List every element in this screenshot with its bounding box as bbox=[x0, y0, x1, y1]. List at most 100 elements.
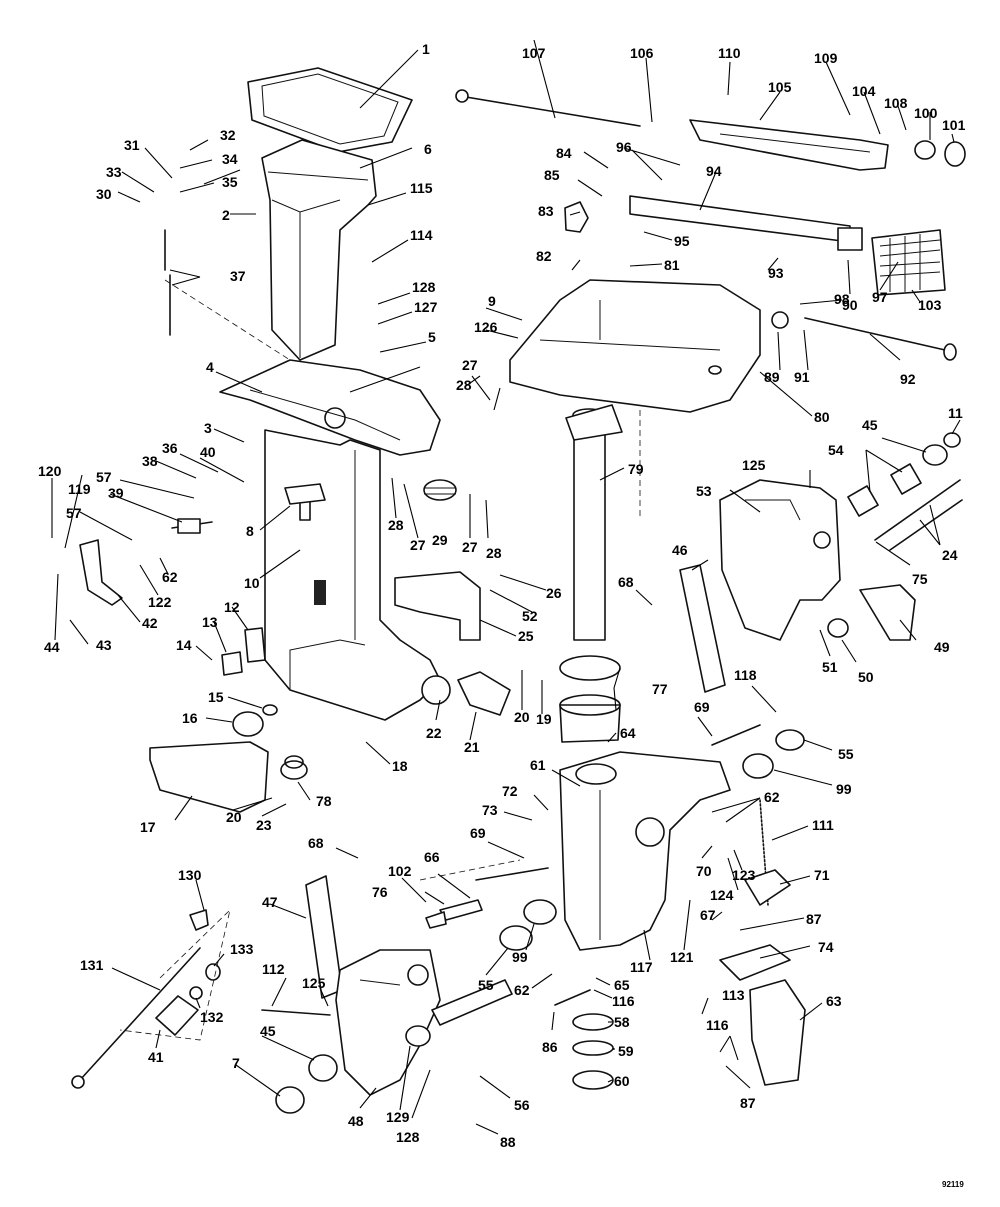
callout-17: 17 bbox=[140, 819, 156, 835]
callout-116-a: 116 bbox=[612, 993, 635, 1009]
callout-50: 50 bbox=[858, 669, 874, 685]
callout-54: 54 bbox=[828, 442, 844, 458]
callout-126: 126 bbox=[474, 319, 498, 335]
callout-110: 110 bbox=[718, 45, 741, 61]
callout-27-b: 27 bbox=[410, 537, 426, 553]
callout-76: 76 bbox=[372, 884, 388, 900]
callout-99-a: 99 bbox=[836, 781, 852, 797]
callout-4: 4 bbox=[206, 359, 214, 375]
callout-45-b: 45 bbox=[260, 1023, 276, 1039]
callout-89: 89 bbox=[764, 369, 780, 385]
callout-129: 129 bbox=[386, 1109, 410, 1125]
callout-125-b: 125 bbox=[302, 975, 326, 991]
callout-13: 13 bbox=[202, 614, 218, 630]
callout-30: 30 bbox=[96, 186, 112, 202]
callout-62-c: 62 bbox=[514, 982, 530, 998]
callout-58: 58 bbox=[614, 1014, 630, 1030]
callout-26: 26 bbox=[546, 585, 562, 601]
callout-86: 86 bbox=[542, 1039, 558, 1055]
callout-68-a: 68 bbox=[618, 574, 634, 590]
callout-57-a: 57 bbox=[96, 469, 112, 485]
callout-98: 98 bbox=[834, 291, 850, 307]
callout-115: 115 bbox=[410, 180, 433, 196]
callout-113: 113 bbox=[722, 987, 745, 1003]
callout-16: 16 bbox=[182, 710, 198, 726]
callout-31: 31 bbox=[124, 137, 140, 153]
callout-78: 78 bbox=[316, 793, 332, 809]
callout-20-a: 20 bbox=[514, 709, 530, 725]
callout-93: 93 bbox=[768, 265, 784, 281]
callout-103: 103 bbox=[918, 297, 942, 313]
callout-75: 75 bbox=[912, 571, 928, 587]
callout-96: 96 bbox=[616, 139, 632, 155]
callout-23: 23 bbox=[256, 817, 272, 833]
callout-35: 35 bbox=[222, 174, 238, 190]
callout-28-b: 28 bbox=[388, 517, 404, 533]
callout-105: 105 bbox=[768, 79, 792, 95]
callout-40: 40 bbox=[200, 444, 216, 460]
callout-130: 130 bbox=[178, 867, 202, 883]
callout-109: 109 bbox=[814, 50, 838, 66]
callout-124: 124 bbox=[710, 887, 734, 903]
callout-82: 82 bbox=[536, 248, 552, 264]
callout-46: 46 bbox=[672, 542, 688, 558]
callout-labels: 1 2 3 4 5 6 7 8 9 10 11 12 13 14 15 16 1… bbox=[38, 41, 966, 1189]
callout-22: 22 bbox=[426, 725, 442, 741]
callout-52: 52 bbox=[522, 608, 538, 624]
callout-71: 71 bbox=[814, 867, 830, 883]
callout-20-b: 20 bbox=[226, 809, 242, 825]
callout-74: 74 bbox=[818, 939, 834, 955]
callout-39: 39 bbox=[108, 485, 124, 501]
callout-77: 77 bbox=[652, 681, 668, 697]
callout-55-b: 55 bbox=[478, 977, 494, 993]
callout-90: 90 bbox=[842, 297, 858, 313]
callout-36: 36 bbox=[162, 440, 178, 456]
callout-62-a: 62 bbox=[162, 569, 178, 585]
callout-69-a: 69 bbox=[694, 699, 710, 715]
callout-112: 112 bbox=[262, 961, 285, 977]
callout-33: 33 bbox=[106, 164, 122, 180]
callout-28-a: 28 bbox=[456, 377, 472, 393]
callout-128-b: 128 bbox=[396, 1129, 420, 1145]
callout-133: 133 bbox=[230, 941, 254, 957]
callout-87-a: 87 bbox=[806, 911, 822, 927]
callout-51: 51 bbox=[822, 659, 838, 675]
callout-128-a: 128 bbox=[412, 279, 436, 295]
callout-8: 8 bbox=[246, 523, 254, 539]
callout-119: 119 bbox=[68, 481, 91, 497]
figure-number: 92119 bbox=[942, 1180, 964, 1189]
callout-5: 5 bbox=[428, 329, 436, 345]
callout-34: 34 bbox=[222, 151, 238, 167]
callout-57-b: 57 bbox=[66, 505, 82, 521]
callout-69-b: 69 bbox=[470, 825, 486, 841]
callout-41: 41 bbox=[148, 1049, 164, 1065]
callout-111: 111 bbox=[812, 817, 834, 833]
callout-99-b: 99 bbox=[512, 949, 528, 965]
callout-25: 25 bbox=[518, 628, 534, 644]
callout-81: 81 bbox=[664, 257, 680, 273]
callout-27-c: 27 bbox=[462, 539, 478, 555]
callout-21: 21 bbox=[464, 739, 480, 755]
callout-44: 44 bbox=[44, 639, 60, 655]
callout-79: 79 bbox=[628, 461, 644, 477]
callout-121: 121 bbox=[670, 949, 694, 965]
callout-27-a: 27 bbox=[462, 357, 478, 373]
callout-32: 32 bbox=[220, 127, 236, 143]
callout-9: 9 bbox=[488, 293, 496, 309]
callout-80: 80 bbox=[814, 409, 830, 425]
callout-72: 72 bbox=[502, 783, 518, 799]
callout-100: 100 bbox=[914, 105, 938, 121]
callout-28-c: 28 bbox=[486, 545, 502, 561]
callout-97: 97 bbox=[872, 289, 888, 305]
callout-15: 15 bbox=[208, 689, 224, 705]
callout-120: 120 bbox=[38, 463, 62, 479]
callout-24: 24 bbox=[942, 547, 958, 563]
callout-60: 60 bbox=[614, 1073, 630, 1089]
callout-62-b: 62 bbox=[764, 789, 780, 805]
callout-125-a: 125 bbox=[742, 457, 766, 473]
callout-38: 38 bbox=[142, 453, 158, 469]
callout-7: 7 bbox=[232, 1055, 240, 1071]
callout-12: 12 bbox=[224, 599, 240, 615]
callout-61: 61 bbox=[530, 757, 546, 773]
